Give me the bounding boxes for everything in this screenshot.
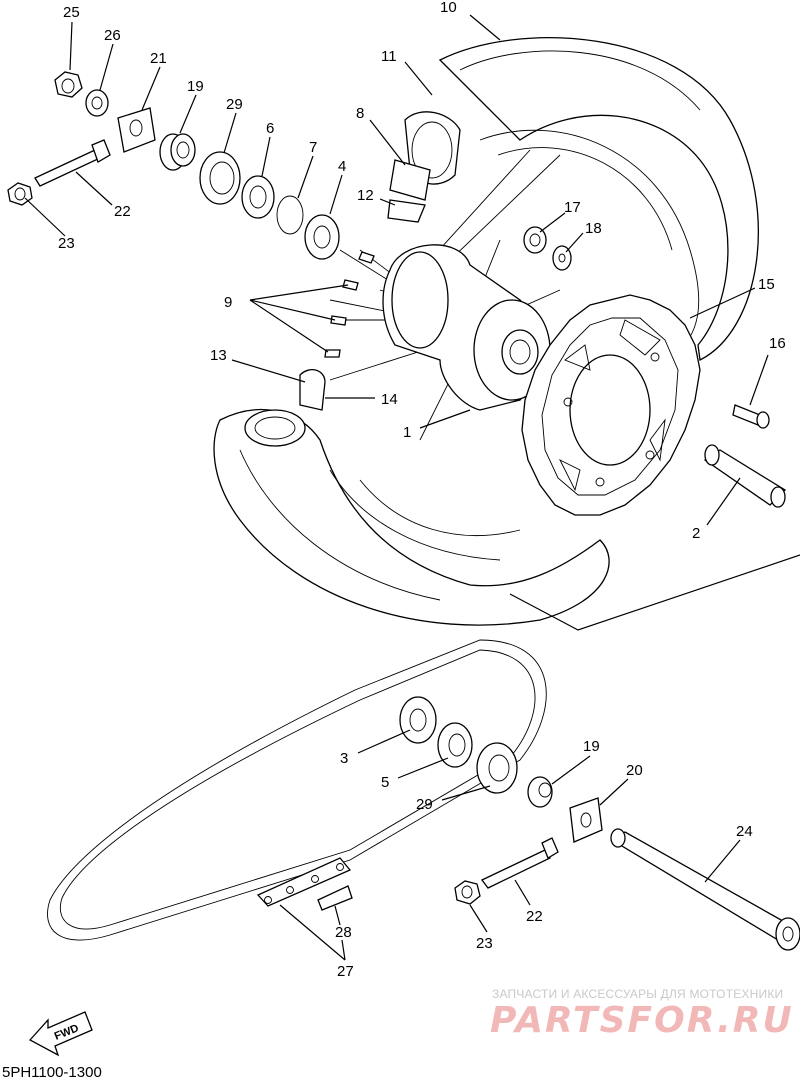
callout-8: 8	[356, 105, 364, 122]
collar-part-19b	[527, 776, 553, 808]
washer-part-26	[85, 89, 109, 117]
hub-part-1	[382, 244, 551, 411]
leader-lines	[24, 14, 769, 961]
collar-part-19a	[159, 133, 196, 171]
chain-joint-part-28	[256, 857, 353, 911]
callout-11: 11	[381, 48, 397, 65]
callout-24: 24	[736, 823, 753, 840]
callout-19-top: 19	[187, 78, 204, 95]
callout-17: 17	[564, 199, 581, 216]
seal-part-29a	[199, 151, 241, 205]
chain-part-27	[47, 639, 547, 941]
callout-20: 20	[626, 762, 643, 779]
seal-part-29b	[476, 742, 518, 794]
callout-6: 6	[266, 120, 274, 137]
group-bracket	[509, 554, 800, 631]
callout-7: 7	[309, 139, 317, 156]
rim	[359, 129, 700, 536]
bolt-part-16	[732, 404, 770, 429]
adjuster-block-part-20	[569, 797, 603, 843]
spoke-nipples-part-9	[324, 251, 375, 358]
diagram-code: 5PH1100-1300	[2, 1064, 102, 1081]
callout-3: 3	[340, 750, 348, 767]
callout-29-top: 29	[226, 96, 243, 113]
valve-part-13	[299, 369, 326, 411]
collar-part-2	[703, 444, 787, 508]
adjuster-bolt-part-22a	[34, 139, 111, 187]
nut-part-23b	[454, 880, 481, 905]
adjuster-bolt-part-22b	[481, 837, 559, 889]
fwd-arrow-icon: FWD	[28, 1011, 93, 1057]
watermark-brand-logo[interactable]: PARTSFOR.RU	[490, 1000, 794, 1041]
callout-1: 1	[403, 424, 411, 441]
callout-15: 15	[758, 276, 775, 293]
callout-2: 2	[692, 525, 700, 542]
callout-10: 10	[440, 0, 457, 16]
callout-28: 28	[335, 924, 352, 941]
callout-29-bottom: 29	[416, 796, 433, 813]
rim-lock-part-8	[389, 159, 431, 201]
callout-26: 26	[104, 27, 121, 44]
callout-23-bottom: 23	[476, 935, 493, 952]
callout-19-bottom: 19	[583, 738, 600, 755]
circlip-part-7	[276, 195, 304, 235]
nut-part-25	[54, 71, 83, 98]
callout-4: 4	[338, 158, 346, 175]
adjuster-block-part-21	[117, 107, 156, 153]
callout-18: 18	[585, 220, 602, 237]
axle-part-24	[610, 828, 800, 951]
tire-part-10	[213, 36, 759, 626]
spacer-part-5	[437, 722, 473, 768]
callout-21: 21	[150, 50, 167, 67]
bearing-part-3	[399, 696, 437, 744]
nut-part-17	[523, 226, 547, 254]
callout-23-top: 23	[58, 235, 75, 252]
rim-band-part-14	[244, 409, 306, 447]
callout-9: 9	[224, 294, 232, 311]
bearing-part-6	[241, 175, 275, 219]
callout-22-bottom: 22	[526, 908, 543, 925]
callout-27: 27	[337, 963, 354, 980]
callout-13: 13	[210, 347, 227, 364]
callout-5: 5	[381, 774, 389, 791]
bearing-part-4	[304, 214, 340, 260]
callout-labels: 25 26 21 19 29 6 7 4 22 23 10 11 8 12 17…	[58, 0, 786, 980]
rim-lock-nut-part-12	[387, 199, 426, 223]
callout-25: 25	[63, 4, 80, 21]
watermark-tagline: ЗАПЧАСТИ И АКСЕССУАРЫ ДЛЯ МОТОТЕХНИКИ	[492, 987, 784, 1001]
callout-22-top: 22	[114, 203, 131, 220]
sprocket-part-15	[521, 294, 701, 516]
callout-14: 14	[381, 391, 398, 408]
callout-12: 12	[357, 187, 374, 204]
callout-16: 16	[769, 335, 786, 352]
